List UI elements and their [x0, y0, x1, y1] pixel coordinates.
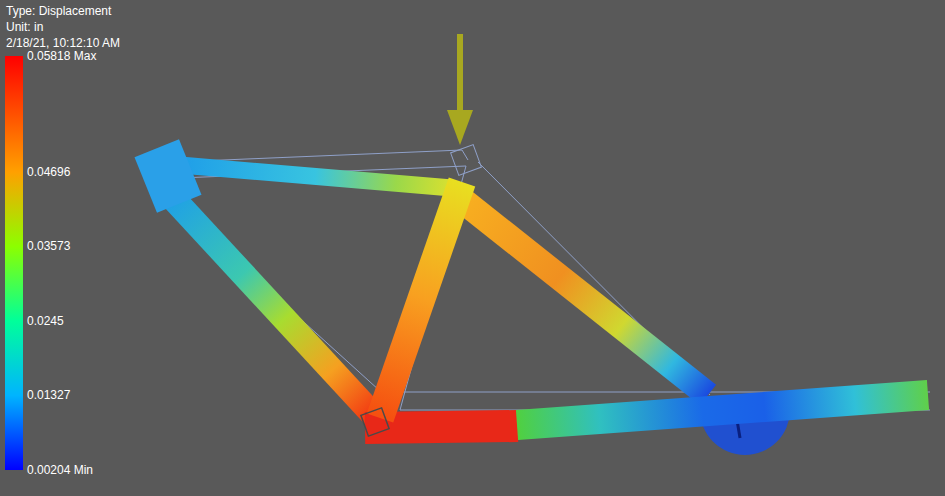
legend-value: 0.04696 — [27, 165, 70, 179]
down-tube — [170, 195, 378, 420]
head-tube — [135, 139, 202, 213]
legend-value: 0.05818 Max — [27, 49, 96, 63]
load-arrow-head — [447, 110, 473, 145]
rear-stay — [517, 395, 928, 425]
legend-value: 0.03573 — [27, 239, 70, 253]
color-bar-fill — [5, 56, 23, 470]
bottom-bracket-outline — [361, 408, 389, 436]
seat-stay — [462, 200, 708, 395]
top-tube — [180, 165, 452, 188]
header-text: 2/18/21, 10:12:10 AM — [6, 36, 120, 50]
seat-tube — [380, 182, 462, 418]
legend-value: 0.01327 — [27, 388, 70, 402]
header-text: Type: Displacement — [6, 4, 111, 18]
legend-value: 0.0245 — [27, 314, 64, 328]
load-arrow — [457, 34, 463, 115]
header-text: Unit: in — [6, 20, 43, 34]
undeformed-outline — [175, 145, 930, 410]
legend-value: 0.00204 Min — [27, 463, 93, 477]
